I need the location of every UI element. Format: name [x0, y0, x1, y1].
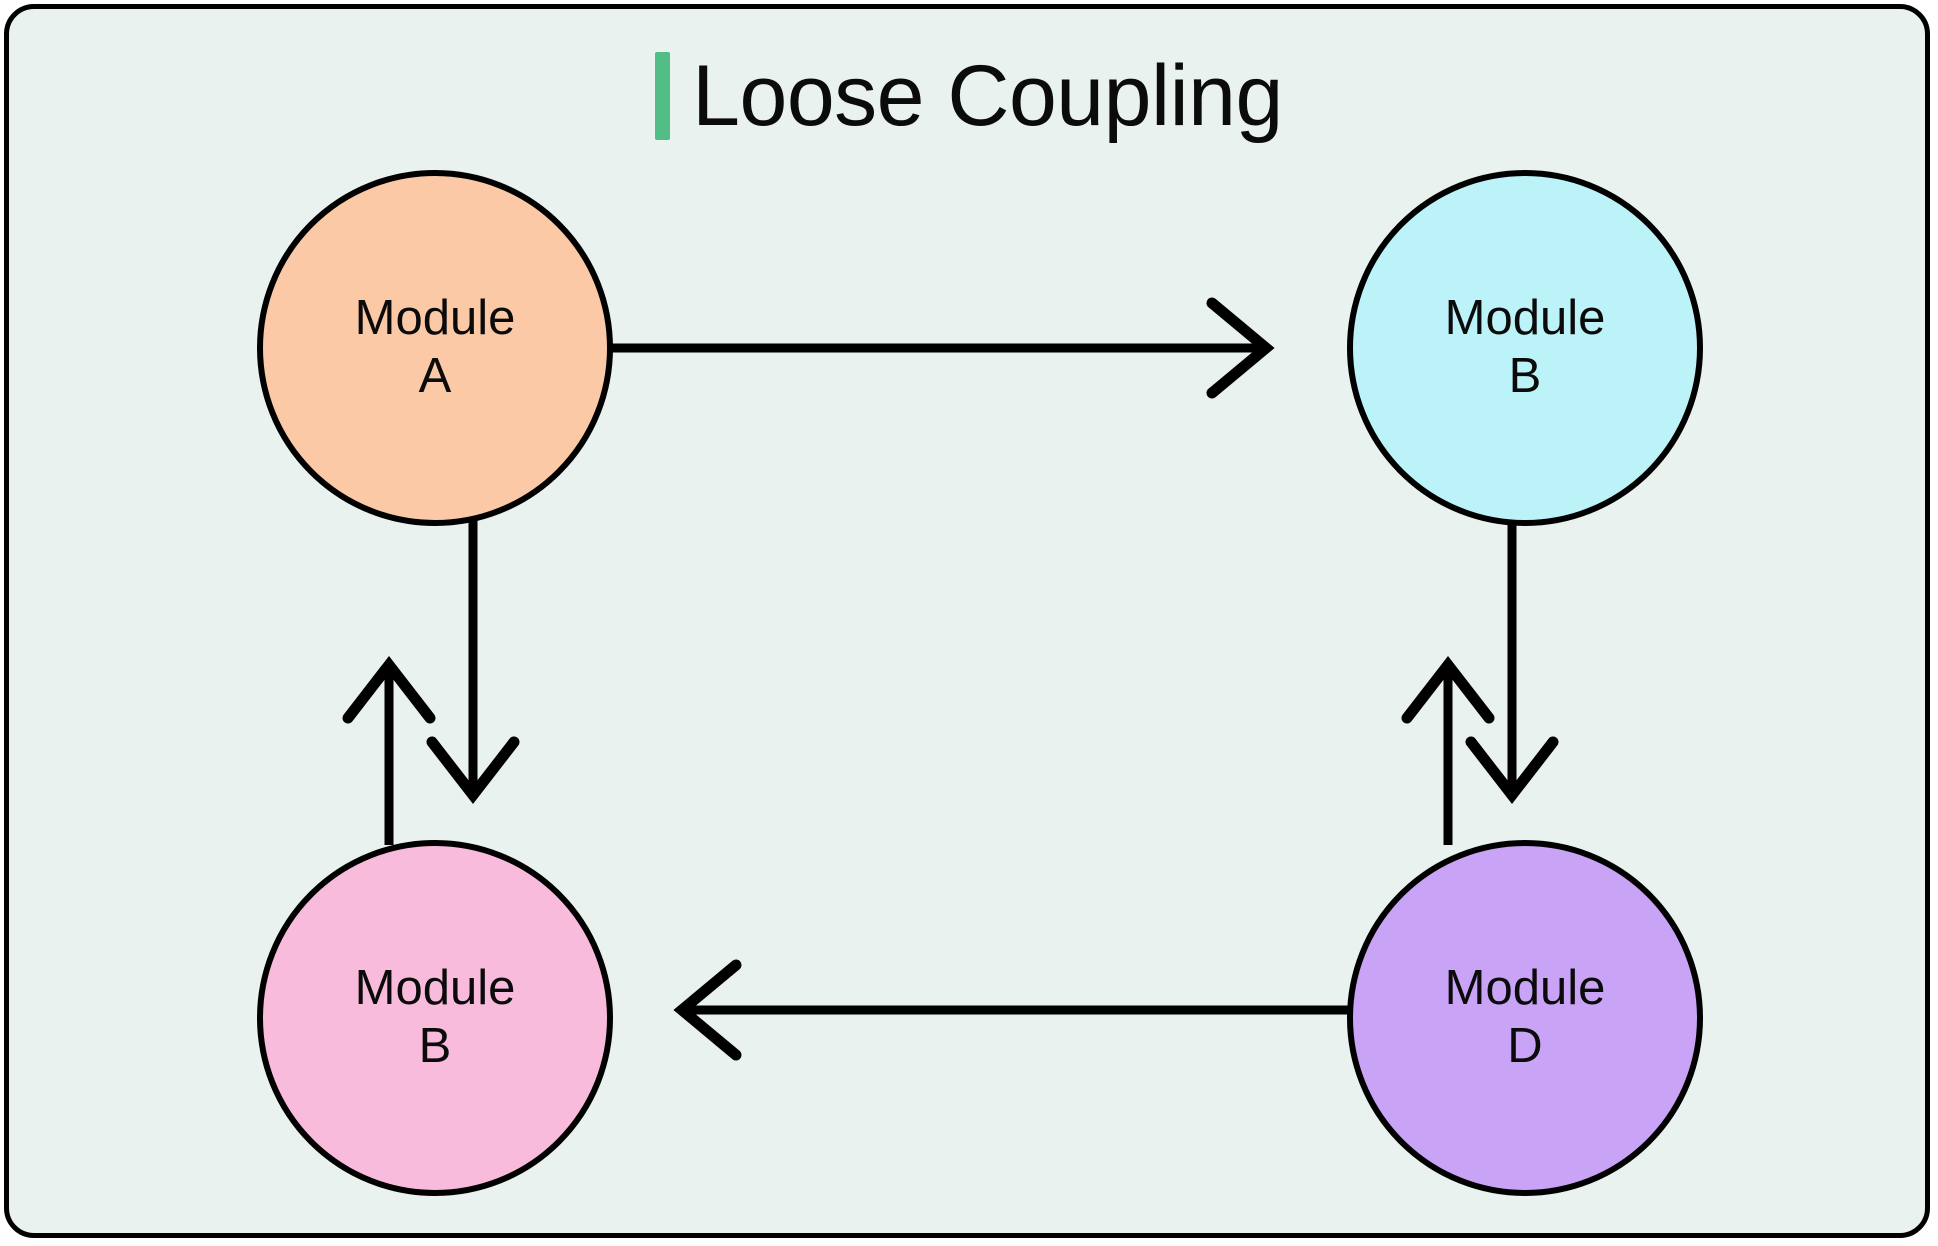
node-module-a-label-line1: Module [354, 291, 516, 346]
node-module-d-label-line2: D [1507, 1019, 1543, 1073]
node-module-a-label-line2: A [418, 349, 452, 403]
node-module-b-top[interactable]: Module B [1347, 170, 1703, 526]
node-module-d-label-line1: Module [1444, 961, 1606, 1016]
page-title: Loose Coupling [692, 48, 1283, 144]
node-module-b-bottom-label-line1: Module [354, 961, 516, 1016]
node-module-b-top-label-line2: B [1508, 349, 1542, 403]
node-module-b-top-label-line1: Module [1444, 291, 1606, 346]
node-module-d[interactable]: Module D [1347, 840, 1703, 1196]
diagram-title: Loose Coupling [0, 52, 1938, 140]
node-module-b-bottom-label-line2: B [418, 1019, 452, 1073]
node-module-b-bottom[interactable]: Module B [257, 840, 613, 1196]
title-accent-bar [655, 52, 671, 140]
node-module-a[interactable]: Module A [257, 170, 613, 526]
